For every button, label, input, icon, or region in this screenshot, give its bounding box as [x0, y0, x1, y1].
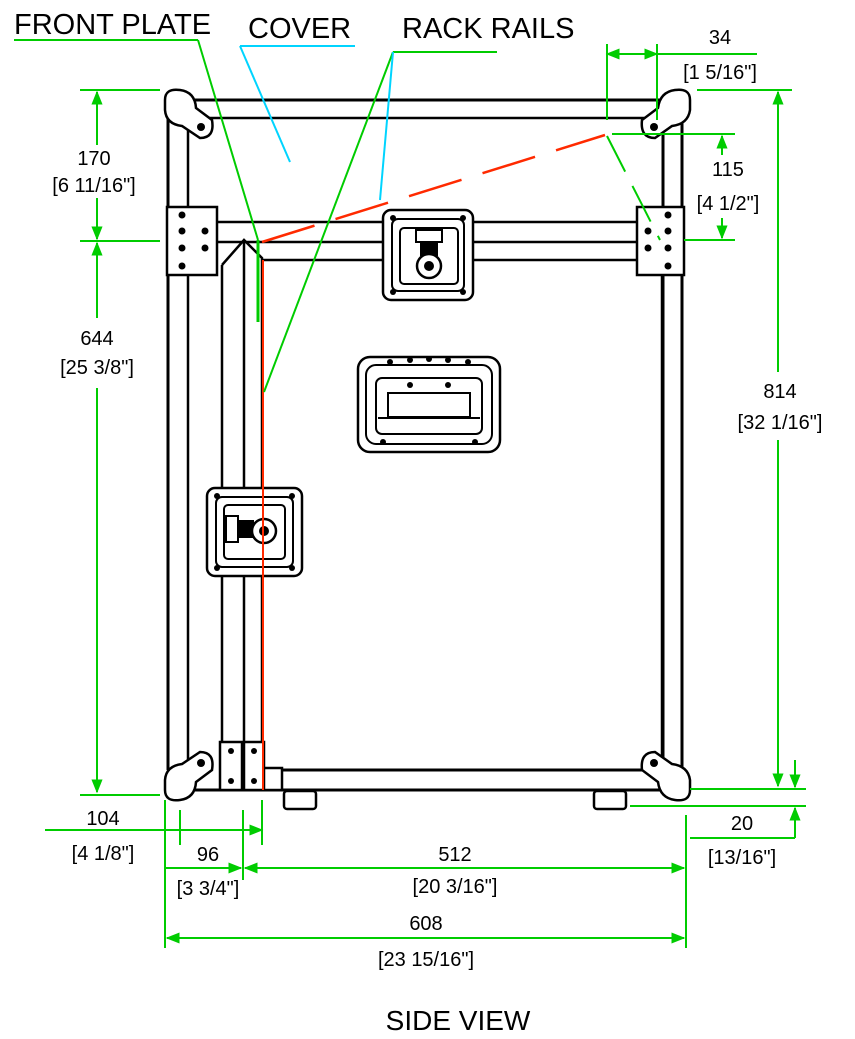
dim-bottom-96 [165, 810, 244, 880]
corner-cap-top-left [163, 88, 214, 140]
dim-20-in: [13/16"] [708, 847, 776, 869]
dim-top-34 [605, 44, 757, 120]
corner-cap-top-right [640, 88, 692, 140]
dim-bottom-608 [164, 800, 686, 948]
split-bracket-left [165, 205, 219, 277]
dim-512-in: [20 3/16"] [413, 876, 498, 898]
dim-20-mm: 20 [731, 813, 753, 835]
dim-104-in: [4 1/8"] [72, 843, 135, 865]
cover-top-rail [180, 98, 665, 120]
dim-644-in: [25 3/8"] [60, 357, 134, 379]
dim-115-in: [4 1/2"] [697, 193, 760, 215]
corner-cap-bottom-right [640, 750, 692, 802]
dim-bottom-104 [45, 800, 264, 845]
label-rack-rails: RACK RAILS [402, 13, 574, 45]
dim-96-in: [3 3/4"] [177, 878, 240, 900]
dim-115-mm: 115 [712, 159, 744, 181]
dim-104-mm: 104 [86, 808, 119, 830]
dim-814-in: [32 1/16"] [738, 412, 823, 434]
latch-top [381, 208, 475, 302]
dim-left-170 [80, 89, 160, 242]
foot-front [282, 789, 318, 811]
split-bracket-right [635, 205, 686, 277]
dim-96-mm: 96 [197, 844, 219, 866]
lid-swing-line [606, 135, 661, 241]
dim-814-mm: 814 [763, 381, 796, 403]
label-cover: COVER [248, 13, 351, 45]
dim-608-mm: 608 [409, 913, 442, 935]
latch-front [205, 486, 304, 578]
leader-rack-rails [263, 51, 497, 393]
dim-right-20 [630, 760, 806, 839]
handle-side [356, 355, 502, 454]
corner-cap-bottom-left [163, 750, 214, 802]
dim-608-in: [23 15/16"] [378, 949, 474, 971]
dim-644-mm: 644 [80, 328, 113, 350]
bottom-front-bracket [218, 740, 284, 792]
label-front-plate: FRONT PLATE [14, 9, 211, 41]
dim-right-814 [690, 89, 806, 790]
dim-512-mm: 512 [438, 844, 471, 866]
dim-top-34-in: [1 5/16"] [683, 62, 757, 84]
dim-170-mm: 170 [77, 148, 110, 170]
leader-cover [239, 45, 355, 163]
dim-bottom-512 [243, 815, 687, 948]
foot-rear [592, 789, 628, 811]
leader-front-plate [14, 39, 259, 241]
dim-right-115 [612, 133, 735, 241]
caption-side-view: SIDE VIEW [386, 1005, 531, 1036]
dim-left-644 [80, 241, 160, 796]
dim-170-in: [6 11/16"] [52, 175, 135, 197]
dim-top-34-mm: 34 [709, 27, 731, 49]
rack-rail-red [261, 133, 606, 790]
